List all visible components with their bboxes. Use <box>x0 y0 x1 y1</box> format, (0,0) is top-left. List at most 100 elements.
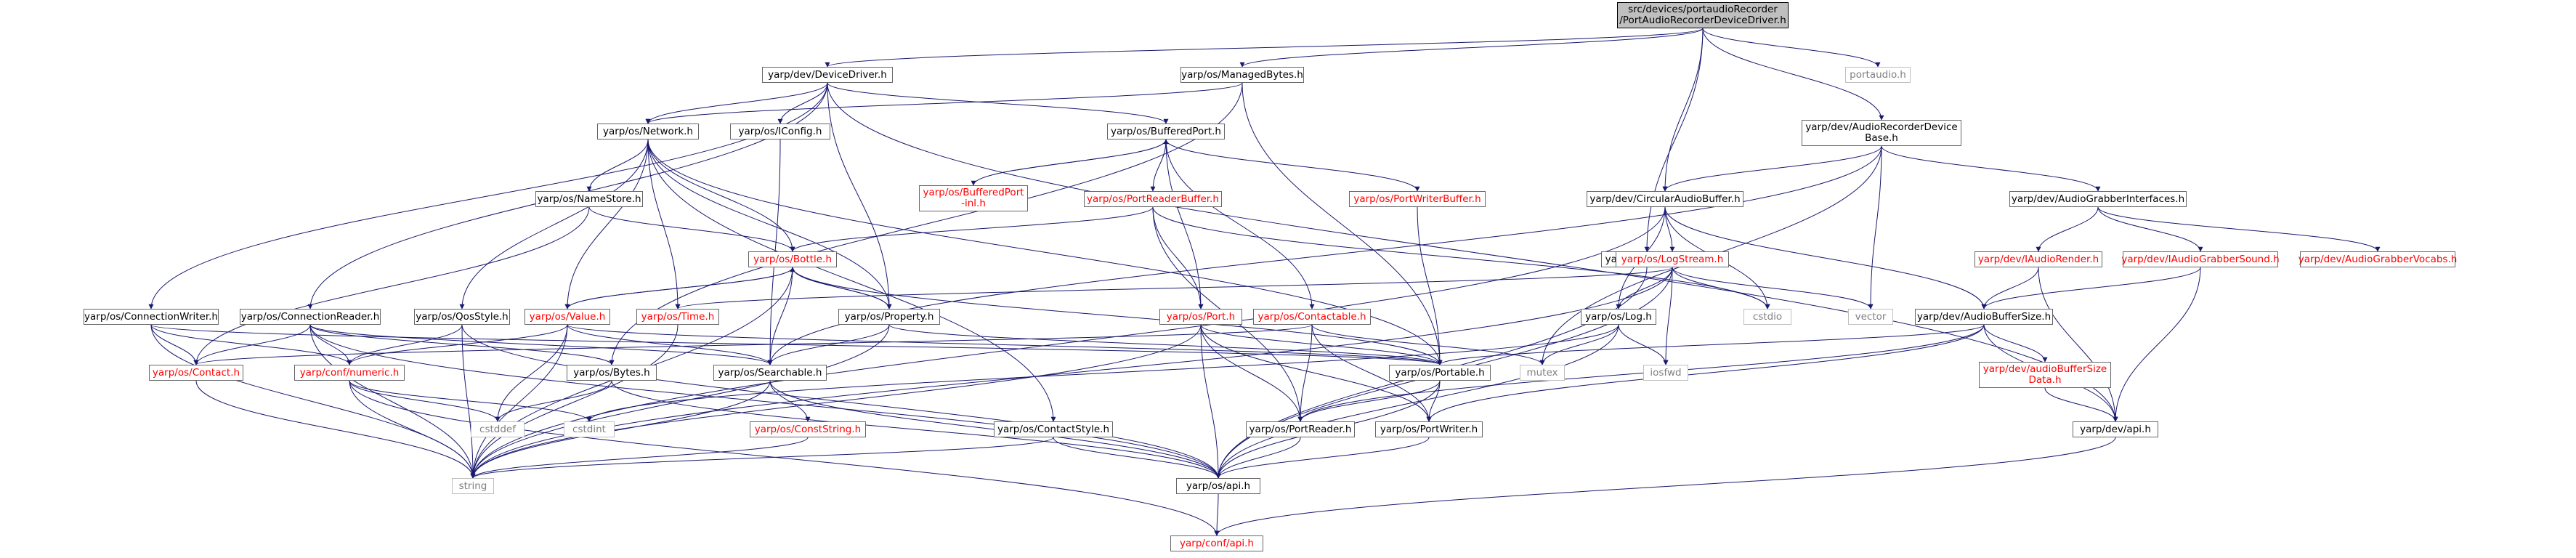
edge-iaudiorender-to-devapi <box>2038 267 2118 422</box>
node-numeric[interactable]: yarp/conf/numeric.h <box>294 365 405 381</box>
edge-connectionreader-to-string <box>309 324 476 479</box>
edge-property-to-portable <box>888 324 1443 365</box>
edge-value-to-cstddef <box>495 324 568 422</box>
edge-contactable-to-mutex <box>1311 324 1545 365</box>
edge-audiorecorder-to-audiograbberinterfaces <box>1881 145 2101 192</box>
edge-network-to-qosstyle <box>459 139 649 310</box>
node-connectionreader[interactable]: yarp/os/ConnectionReader.h <box>240 309 381 325</box>
node-audiobuffersize[interactable]: yarp/dev/AudioBufferSize.h <box>1915 309 2053 325</box>
edge-network-to-portable <box>647 139 1443 365</box>
node-time[interactable]: yarp/os/Time.h <box>636 309 719 325</box>
node-circularaudiobuffer[interactable]: yarp/dev/CircularAudioBuffer.h <box>1587 191 1743 207</box>
edge-network-to-value <box>564 139 649 310</box>
node-managedbytes[interactable]: yarp/os/ManagedBytes.h <box>1180 67 1304 83</box>
edge-connectionwriter-to-portable <box>150 324 1443 365</box>
edge-qosstyle-to-osapi <box>461 324 1221 479</box>
node-contact[interactable]: yarp/os/Contact.h <box>149 365 243 381</box>
edge-property-to-searchable <box>767 324 890 365</box>
node-bottle[interactable]: yarp/os/Bottle.h <box>748 251 837 267</box>
node-log[interactable]: yarp/os/Log.h <box>1581 309 1656 325</box>
edge-logstream-to-log <box>1616 267 1673 310</box>
node-conststring[interactable]: yarp/os/ConstString.h <box>750 421 866 437</box>
edge-devicedriver-to-bufferedport <box>827 82 1169 124</box>
node-audiograbbervocabs[interactable]: yarp/dev/AudioGrabberVocabs.h <box>2298 251 2457 267</box>
edge-searchable-to-conststring <box>769 380 811 422</box>
edge-bufferedport-to-port <box>1165 139 1204 310</box>
edge-port-to-osapi <box>1200 324 1221 479</box>
edge-contactstyle-to-osapi <box>1053 437 1221 479</box>
edge-logstream-to-string <box>470 267 1673 479</box>
edge-value-to-searchable <box>567 324 773 365</box>
edge-connectionreader-to-searchable <box>309 324 773 365</box>
node-bufferedport[interactable]: yarp/os/BufferedPort.h <box>1107 124 1225 140</box>
edge-log-to-mutex <box>1539 324 1619 365</box>
node-portwriter[interactable]: yarp/os/PortWriter.h <box>1375 421 1483 437</box>
edge-value-to-bottle <box>567 267 795 310</box>
edge-numeric-to-cstddef <box>349 380 501 422</box>
node-bytes[interactable]: yarp/os/Bytes.h <box>567 365 657 381</box>
node-cstdint: cstdint <box>564 421 615 437</box>
edge-iaudiorender-to-audiobuffersize <box>1981 267 2039 310</box>
edge-port-to-portwriter <box>1200 324 1432 422</box>
node-os-api[interactable]: yarp/os/api.h <box>1176 478 1260 494</box>
edge-portreader-to-osapi <box>1215 437 1301 479</box>
node-connectionwriter[interactable]: yarp/os/ConnectionWriter.h <box>84 309 219 325</box>
edge-network-to-bottle <box>647 139 795 252</box>
node-iaudiograbbersound[interactable]: yarp/dev/IAudioGrabberSound.h <box>2121 251 2280 267</box>
node-searchable[interactable]: yarp/os/Searchable.h <box>713 365 827 381</box>
node-iosfwd: iosfwd <box>1643 365 1688 381</box>
edge-portwriter-to-osapi <box>1215 437 1430 479</box>
edge-connectionwriter-to-contact <box>150 324 199 365</box>
node-port[interactable]: yarp/os/Port.h <box>1159 309 1242 325</box>
edge-root-to-managedbytes <box>1239 28 1704 68</box>
edge-audiobuffersize-to-portable <box>1437 324 1985 365</box>
edge-audiobuffersize-to-portreader <box>1297 324 1985 422</box>
node-contactable[interactable]: yarp/os/Contactable.h <box>1253 309 1371 325</box>
node-cstddef: cstddef <box>471 421 524 437</box>
node-conf-api[interactable]: yarp/conf/api.h <box>1170 535 1263 551</box>
node-network[interactable]: yarp/os/Network.h <box>597 124 699 140</box>
node-audiorecorderdevicebase[interactable]: yarp/dev/AudioRecorderDevice Base.h <box>1802 120 1961 146</box>
edge-port-to-portreader <box>1200 324 1303 422</box>
node-portwriterbuffer[interactable]: yarp/os/PortWriterBuffer.h <box>1349 191 1486 207</box>
node-iaudiorender[interactable]: yarp/dev/IAudioRender.h <box>1974 251 2102 267</box>
node-portreader[interactable]: yarp/os/PortReader.h <box>1246 421 1355 437</box>
node-bufferedport-inl[interactable]: yarp/os/BufferedPort -inl.h <box>919 185 1028 211</box>
edge-namestore-to-contact <box>193 206 590 365</box>
edge-audiorecorder-to-circularaudiobuffer <box>1662 145 1882 192</box>
node-contactstyle[interactable]: yarp/os/ContactStyle.h <box>994 421 1113 437</box>
node-namestore[interactable]: yarp/os/NameStore.h <box>535 191 643 207</box>
node-root-header[interactable]: src/devices/portaudioRecorder /PortAudio… <box>1617 2 1789 28</box>
edge-conststring-to-string <box>470 437 809 479</box>
node-qosstyle[interactable]: yarp/os/QosStyle.h <box>414 309 510 325</box>
edge-bottle-to-portable <box>792 267 1443 365</box>
edge-bottle-to-searchable <box>767 267 793 365</box>
edge-portreaderbuffer-to-port <box>1152 206 1204 310</box>
node-logstream[interactable]: yarp/os/LogStream.h <box>1616 251 1729 267</box>
node-property[interactable]: yarp/os/Property.h <box>838 309 940 325</box>
edge-logstream-to-vector <box>1672 267 1874 310</box>
node-portreaderbuffer[interactable]: yarp/os/PortReaderBuffer.h <box>1084 191 1222 207</box>
edge-value-to-portable <box>567 324 1443 365</box>
node-devicedriver[interactable]: yarp/dev/DeviceDriver.h <box>762 67 893 83</box>
edge-time-to-string <box>470 324 679 479</box>
edge-bufferedport-to-contactable <box>1165 139 1315 310</box>
edge-contactable-to-portwriter <box>1311 324 1432 422</box>
node-value[interactable]: yarp/os/Value.h <box>524 309 610 325</box>
edge-portable-to-portwriter <box>1426 380 1441 422</box>
edge-logstream-to-iosfwd <box>1663 267 1673 365</box>
node-iconfig[interactable]: yarp/os/IConfig.h <box>730 124 830 140</box>
node-cstdio: cstdio <box>1743 309 1791 325</box>
edge-iaudiograbbersound-to-audiobuffersize <box>1981 267 2201 310</box>
edge-devapi-to-confapi <box>1214 437 2116 536</box>
node-audiograbberinterfaces[interactable]: yarp/dev/AudioGrabberInterfaces.h <box>2009 191 2187 207</box>
node-dev-api[interactable]: yarp/dev/api.h <box>2073 421 2158 437</box>
edge-bytes-to-osapi <box>611 380 1221 479</box>
node-audiobuffersizedata[interactable]: yarp/dev/audioBufferSize Data.h <box>1979 362 2111 388</box>
edge-value-to-numeric <box>347 324 568 365</box>
node-portable[interactable]: yarp/os/Portable.h <box>1389 365 1491 381</box>
edge-qosstyle-to-numeric <box>347 324 463 365</box>
edge-bufferedportinl-to-bufferedport <box>973 139 1169 186</box>
edge-namestore-to-bottle <box>588 206 795 252</box>
edge-bytes-to-cstddef <box>495 380 612 422</box>
